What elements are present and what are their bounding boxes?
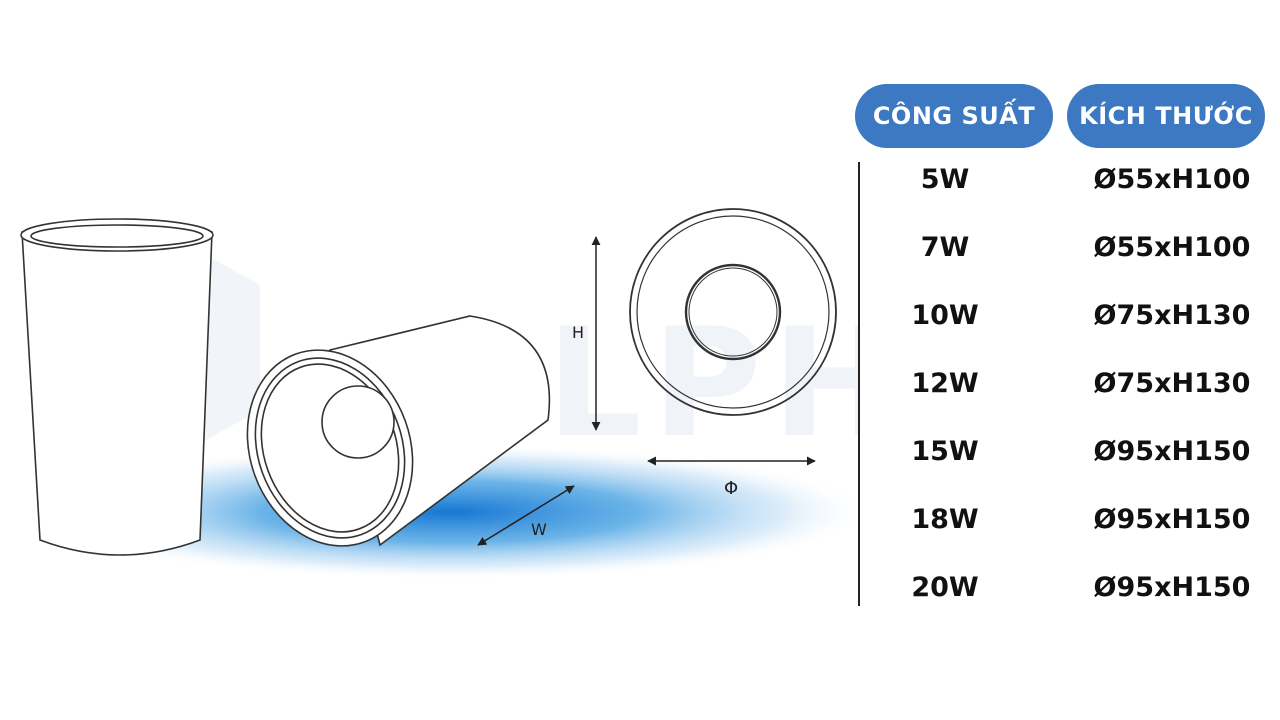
size-value: Ø95xH150 <box>1093 504 1251 535</box>
power-value: 7W <box>920 232 970 263</box>
power-value: 5W <box>920 164 970 195</box>
power-value: 20W <box>911 572 979 603</box>
size-value: Ø95xH150 <box>1093 572 1251 603</box>
size-value: Ø75xH130 <box>1093 368 1251 399</box>
product-dimension-diagram: ALPHA W H Φ <box>20 208 860 580</box>
table-row: 5W Ø55xH100 <box>855 164 1275 204</box>
table-row: 12W Ø75xH130 <box>855 368 1275 408</box>
size-value: Ø95xH150 <box>1093 436 1251 467</box>
table-row: 7W Ø55xH100 <box>855 232 1275 272</box>
width-arrow <box>477 485 575 546</box>
blue-glow <box>30 444 860 580</box>
front-view <box>629 208 837 416</box>
column-divider <box>858 162 860 606</box>
width-label: W <box>531 520 547 539</box>
size-header: KÍCH THƯỚC <box>1067 84 1265 148</box>
table-row: 10W Ø75xH130 <box>855 300 1275 340</box>
power-value: 15W <box>911 436 979 467</box>
height-label: H <box>572 323 584 342</box>
power-value: 18W <box>911 504 979 535</box>
table-row: 20W Ø95xH150 <box>855 572 1275 612</box>
table-row: 18W Ø95xH150 <box>855 504 1275 544</box>
power-value: 12W <box>911 368 979 399</box>
tilted-cylinder <box>246 315 551 547</box>
diameter-label: Φ <box>724 478 738 499</box>
table-row: 15W Ø95xH150 <box>855 436 1275 476</box>
power-header: CÔNG SUẤT <box>855 84 1053 148</box>
size-value: Ø75xH130 <box>1093 300 1251 331</box>
power-value: 10W <box>911 300 979 331</box>
size-value: Ø55xH100 <box>1093 164 1251 195</box>
standing-cylinder <box>20 218 214 556</box>
size-value: Ø55xH100 <box>1093 232 1251 263</box>
